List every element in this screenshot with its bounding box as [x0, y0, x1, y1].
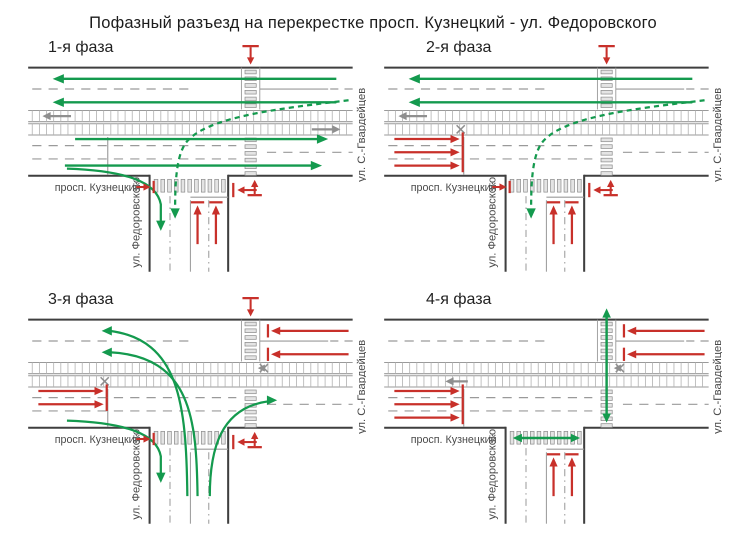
movement-tram-eb-left [445, 377, 468, 386]
movement-ped-north-stop [242, 45, 259, 65]
movement-tram-eb-blocked-near [100, 376, 110, 386]
movement-ped-main-cross [602, 308, 611, 423]
movement-south-stop-2 [209, 201, 223, 245]
movement-south-to-wb-2 [101, 347, 199, 497]
street-label-main: просп. Кузнецкий [411, 182, 497, 194]
street-label-south: ул. Федоровского [486, 177, 498, 268]
phase-2-label: 2-я фаза [426, 39, 492, 56]
movement-ped-west-stop [136, 432, 155, 446]
movement-eb-stop-3 [394, 410, 464, 425]
movement-ped-east-stop [232, 434, 257, 450]
movement-south-stop-2 [565, 201, 579, 245]
street-label-south: ул. Федоровского [486, 429, 498, 520]
street-label-east: ул. С.-Гвардейцев [356, 88, 366, 182]
movement-wb-stop-2 [266, 347, 349, 361]
movement-eb-through-1 [75, 134, 329, 144]
movement-wb-through-1 [408, 74, 693, 84]
movement-eb-right-turn-south [66, 419, 166, 483]
movement-eb-stop-2 [38, 397, 108, 411]
movement-tram-wb-blocked-near [613, 363, 625, 373]
movement-tram-wb-blocked-near [257, 363, 269, 373]
movement-tram-eb-end [311, 125, 341, 134]
movement-tram-wb-end [42, 112, 72, 121]
street-label-main: просп. Кузнецкий [55, 182, 141, 194]
street-label-main: просп. Кузнецкий [55, 434, 141, 446]
movement-wb-through-2 [408, 97, 693, 107]
movement-wb-left-turn-south-dashed [526, 99, 705, 219]
movement-south-stop-2 [565, 453, 579, 497]
movement-eb-stop-1 [38, 384, 108, 398]
movement-wb-stop-1 [622, 324, 705, 338]
movement-eb-right-turn-south [66, 167, 166, 231]
movement-wb-through-2 [52, 97, 337, 107]
street-label-south: ул. Федоровского [130, 429, 142, 520]
movement-eb-stop-1 [394, 384, 464, 398]
movement-wb-stop-2 [622, 347, 705, 361]
movement-wb-left-turn-south-dashed [170, 99, 349, 219]
movement-eb-stop-2 [394, 145, 464, 159]
phase-3-label: 3-я фаза [48, 291, 114, 308]
movement-ped-north-stop [598, 45, 615, 65]
phase-1-label: 1-я фаза [48, 39, 114, 56]
traffic-phase-diagram-page: Пофазный разъезд на перекрестке просп. К… [24, 14, 722, 539]
street-label-east: ул. С.-Гвардейцев [712, 88, 722, 182]
diagram-title: Пофазный разъезд на перекрестке просп. К… [89, 14, 657, 32]
movement-wb-through-1 [52, 74, 337, 84]
movement-eb-stop-3 [394, 158, 464, 173]
phase-4-label: 4-я фаза [426, 291, 492, 308]
movement-ped-east-stop [588, 182, 613, 198]
street-label-main: просп. Кузнецкий [411, 434, 497, 446]
movement-south-to-eb [208, 395, 278, 497]
movement-eb-stop-1 [394, 132, 464, 146]
movement-ped-north-stop [242, 297, 259, 317]
movement-south-stop-1 [546, 453, 561, 497]
street-label-east: ул. С.-Гвардейцев [356, 340, 366, 434]
movement-south-stop-1 [190, 201, 205, 245]
movement-ped-east-stop [232, 182, 257, 198]
movement-ped-south-stop [603, 179, 618, 197]
movement-tram-wb-end [398, 112, 428, 121]
street-label-east: ул. С.-Гвардейцев [712, 340, 722, 434]
movement-ped-south-cross [512, 433, 581, 443]
movement-tram-eb-blocked-near [456, 124, 466, 134]
movement-ped-south-stop [247, 431, 262, 449]
movement-eb-stop-2 [394, 397, 464, 411]
street-label-south: ул. Федоровского [130, 177, 142, 268]
movement-ped-west-stop [492, 180, 511, 194]
movement-ped-west-stop [136, 180, 155, 194]
movement-south-stop-1 [546, 201, 561, 245]
movement-ped-south-stop [247, 179, 262, 197]
movement-wb-stop-1 [266, 324, 349, 338]
movement-eb-through-2 [64, 160, 323, 171]
